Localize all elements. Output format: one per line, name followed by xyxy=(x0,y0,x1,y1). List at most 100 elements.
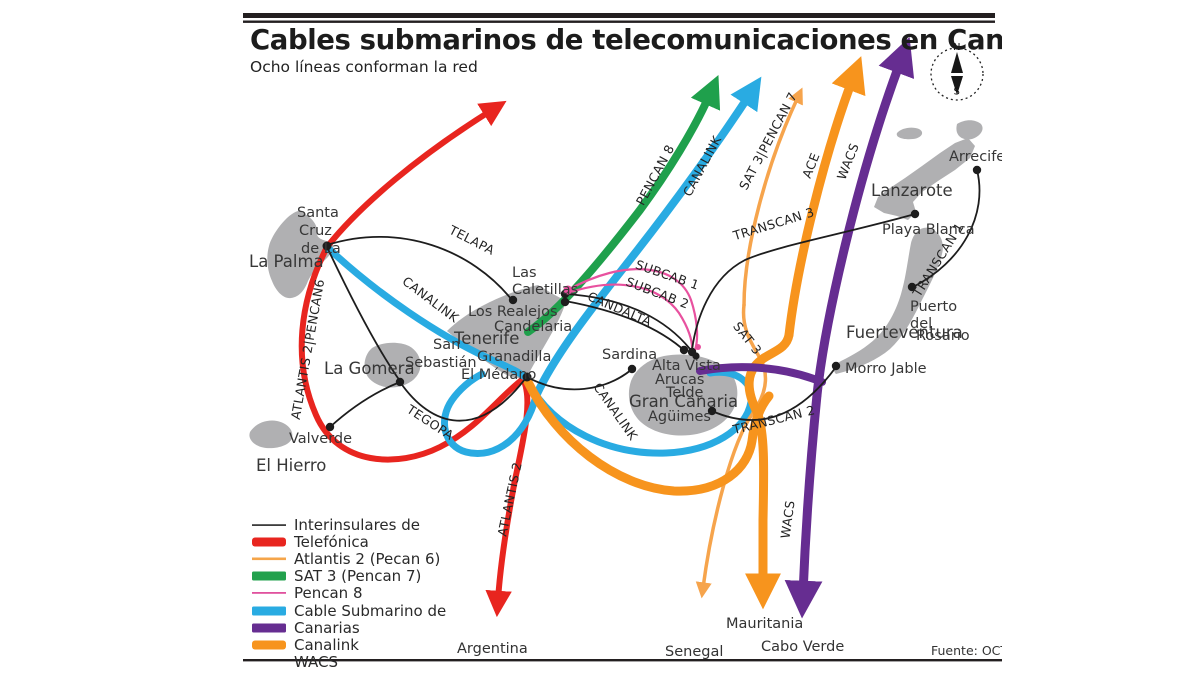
dot-puerto-del-rosario xyxy=(907,282,917,292)
label-puerto-2: del xyxy=(910,316,932,332)
header-rule-thin xyxy=(243,20,995,23)
label-senegal: Senegal xyxy=(665,644,723,660)
label-los-realejos: Los Realejos xyxy=(468,304,558,320)
label-sardina: Sardina xyxy=(602,347,657,363)
cable-purple-to-caboverde xyxy=(784,390,823,619)
legend-label: Canarias xyxy=(294,618,360,637)
island-la-palma xyxy=(267,211,334,299)
legend-label: Pencan 8 xyxy=(294,584,363,603)
compass-north-label: N xyxy=(953,42,960,53)
source-credit: Fuente: OCT xyxy=(931,643,1002,658)
label-santa-cruz-2: Cruz xyxy=(299,223,332,239)
legend-swatch-pink-line-icon xyxy=(252,587,286,599)
header-rule-thick xyxy=(243,13,995,18)
label-arucas: Arucas xyxy=(655,372,704,388)
map-area: N S xyxy=(243,13,1002,671)
legend-swatch-purple-bar-icon xyxy=(252,622,286,634)
line-valverde-sansebastian xyxy=(329,381,401,428)
line-transcan2 xyxy=(711,366,837,421)
label-cable-wacs-top: WACS xyxy=(834,141,862,182)
legend-label: Telefónica xyxy=(294,532,369,551)
page-title: Cables submarinos de telecomunicaciones … xyxy=(250,24,1002,56)
label-aguimes: Agüimes xyxy=(648,409,711,425)
label-san-sebastian-2: Sebastián xyxy=(405,355,477,371)
dot-alta-vista-c xyxy=(692,352,700,360)
compass-needle-north xyxy=(951,52,963,73)
label-cabo-verde: Cabo Verde xyxy=(761,639,844,655)
island-lanzarote xyxy=(874,138,975,220)
cable-red-loop xyxy=(298,244,526,463)
legend-row-sat3: SAT 3 (Pencan 7) xyxy=(252,567,446,586)
label-las-caletillas-1: Las xyxy=(512,265,537,281)
legend-label: SAT 3 (Pencan 7) xyxy=(294,567,422,586)
label-cable-canalink-west: CANALINK xyxy=(400,273,463,325)
cable-red-to-argentina xyxy=(485,376,531,618)
label-cable-atlantis2-south: ATLANTIS 2 xyxy=(494,461,524,538)
dot-alta-vista-a xyxy=(679,345,689,355)
cable-cyan-trunk-north xyxy=(532,76,762,400)
city-labels-layer: Santa Cruz de La Las Caletillas Los Real… xyxy=(289,149,1002,447)
label-puerto-1: Puerto xyxy=(910,299,957,315)
legend-swatch-orange-bar-icon xyxy=(252,639,286,651)
line-transcan3 xyxy=(691,213,916,351)
legend-label: Interinsulares de xyxy=(294,515,420,534)
page-subtitle: Ocho líneas conforman la red xyxy=(250,58,478,76)
cables-layer xyxy=(298,36,915,619)
legend-row-canarias: Canarias xyxy=(252,618,446,637)
cable-pink-subcab1 xyxy=(566,268,699,352)
island-la-graciosa xyxy=(956,120,983,140)
dot-arrecife xyxy=(972,165,982,175)
label-telde: Telde xyxy=(665,385,704,401)
label-valverde: Valverde xyxy=(289,431,352,447)
compass-needle-south xyxy=(951,76,963,95)
label-candelaria: Candelaria xyxy=(494,319,572,335)
label-fuerteventura: Fuerteventura xyxy=(846,323,963,342)
cable-pink-subcab2 xyxy=(566,283,694,353)
legend-swatch-green-bar-icon xyxy=(252,570,286,582)
cable-purple-north xyxy=(812,36,915,400)
legend-row-telefonica: Telefónica xyxy=(252,532,446,551)
cable-green-trunk xyxy=(524,74,721,336)
line-candalta-b xyxy=(564,293,691,350)
label-santa-cruz-3: de La xyxy=(301,241,341,257)
label-el-hierro: El Hierro xyxy=(256,456,326,475)
footer-rule xyxy=(243,659,1002,662)
legend-swatch-thin-black-icon xyxy=(252,519,286,531)
label-arrecife: Arrecife xyxy=(949,149,1002,165)
label-santa-cruz-1: Santa xyxy=(297,205,339,221)
cable-red-to-north xyxy=(324,100,507,250)
legend-row-wacs: WACS xyxy=(252,653,446,671)
label-playa-blanca: Playa Blanca xyxy=(882,222,975,238)
islands-layer xyxy=(249,120,983,449)
dot-el-medano xyxy=(522,372,532,382)
legend-row-interinsulares: Interinsulares de xyxy=(252,515,446,534)
label-tenerife: Tenerife xyxy=(453,329,519,348)
label-san-sebastian-1: San xyxy=(433,337,460,353)
label-cable-pencan8: PENCAN 8 xyxy=(633,142,677,208)
interinsular-layer xyxy=(326,169,981,428)
cable-orange-canalink-gc xyxy=(523,377,774,496)
cable-orange-thin-north xyxy=(742,87,803,307)
dot-morro-jable xyxy=(831,361,841,371)
legend-row-pencan8: Pencan 8 xyxy=(252,584,446,603)
legend-swatch-red-bar-icon xyxy=(252,536,286,548)
island-la-gomera xyxy=(364,342,421,388)
legend-label: Canalink xyxy=(294,635,359,654)
compass-south-label: S xyxy=(954,87,960,98)
cable-orange-ace-north xyxy=(784,56,866,340)
dot-sardina xyxy=(627,364,637,374)
landing-dots-layer xyxy=(322,165,982,432)
label-cable-telapa: TELAPA xyxy=(446,222,497,258)
label-lanzarote: Lanzarote xyxy=(871,181,953,200)
cable-purple-branch-telde xyxy=(696,363,826,386)
island-el-hierro xyxy=(249,420,293,449)
legend: Interinsulares de Telefónica Atlantis 2 … xyxy=(252,516,446,671)
label-puerto-3: Rosario xyxy=(916,328,970,344)
label-la-palma: La Palma xyxy=(249,252,324,271)
legend-label: Cable Submarino de xyxy=(294,601,447,620)
label-morro-jable: Morro Jable xyxy=(845,361,927,377)
label-argentina: Argentina xyxy=(457,641,528,657)
label-el-medano: El Médano xyxy=(461,367,537,383)
dot-valverde xyxy=(325,422,335,432)
